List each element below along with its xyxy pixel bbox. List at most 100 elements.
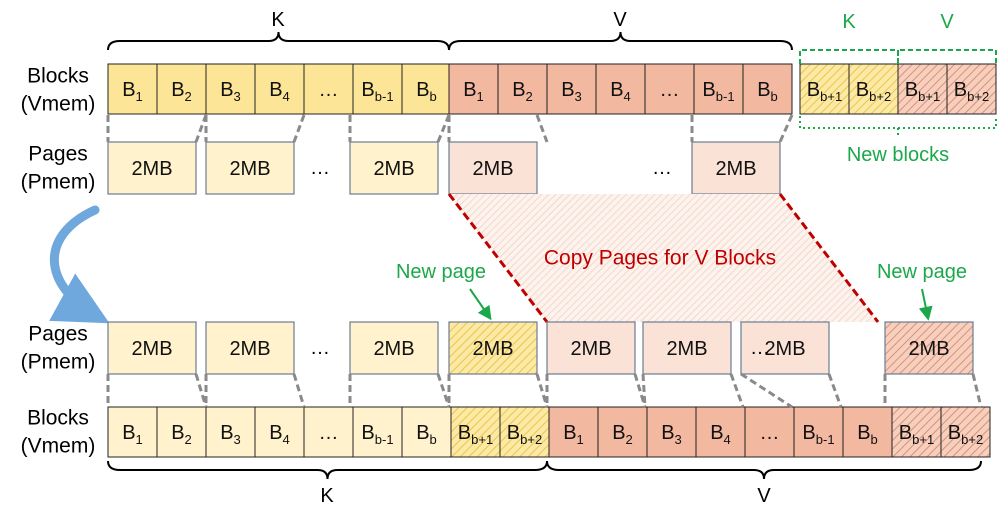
top-connector-7 (535, 114, 549, 143)
bottom-block-8 (499, 406, 550, 458)
bottom-block-13 (744, 406, 795, 458)
top-new-block-0-label: Bb+1 (807, 79, 842, 104)
new-page-right-arrow (918, 288, 933, 321)
bottom-v-pages-ellipsis: … (750, 337, 770, 359)
row-label-0-line1: Blocks (27, 65, 89, 88)
top-v-page-1-label: 2MB (715, 158, 756, 180)
top-v-block-4-label: … (660, 79, 680, 101)
top-k-page-0 (107, 141, 197, 195)
copy-edge-right (778, 193, 880, 323)
bottom-block-0-label: B1 (122, 422, 143, 447)
top-v-block-3-label: B4 (610, 79, 631, 104)
top-v-page-0-label: 2MB (472, 158, 513, 180)
top-v-brace-label: V (613, 9, 627, 31)
top-k-block-0-label: B1 (122, 79, 143, 104)
new-page-left-label: New page (396, 261, 486, 283)
bottom-block-14-label: Bb-1 (802, 422, 834, 447)
top-v-block-2 (546, 63, 597, 115)
bottom-v-brace-label: V (757, 485, 771, 507)
bottom-block-12 (695, 406, 746, 458)
bottom-v-page-0-label: 2MB (570, 338, 611, 360)
bottom-v-page-0 (546, 321, 636, 375)
bottom-block-0 (107, 406, 158, 458)
top-k-block-3-label: B4 (269, 79, 290, 104)
top-v-block-0-label: B1 (463, 79, 484, 104)
top-v-block-6 (742, 63, 793, 115)
top-connector-1 (194, 114, 208, 143)
bottom-block-3-label: B4 (269, 422, 290, 447)
top-new-block-1-label: Bb+2 (856, 79, 891, 104)
top-new-block-2 (897, 63, 948, 115)
bottom-k-new-page-label: 2MB (472, 338, 513, 360)
bottom-v-page-1-label: 2MB (666, 338, 707, 360)
row-label-3-line1: Blocks (27, 407, 89, 430)
top-k-page-1 (205, 141, 295, 195)
bottom-k-pages-ellipsis: … (310, 337, 330, 359)
bottom-block-14 (793, 406, 844, 458)
bottom-k-page-0-label: 2MB (131, 338, 172, 360)
bottom-v-page-1 (642, 321, 732, 375)
top-connector-3 (292, 114, 306, 143)
top-new-block-3-label: Bb+2 (954, 79, 989, 104)
top-new-block-3 (946, 63, 997, 115)
bottom-k-new-page (448, 321, 538, 375)
top-v-block-5-label: Bb-1 (702, 79, 734, 104)
top-connector-9 (778, 114, 794, 143)
bottom-k-page-1 (205, 321, 295, 375)
bottom-connector-12 (740, 372, 793, 409)
bottom-block-1-label: B2 (171, 422, 192, 447)
top-k-block-2-label: B3 (220, 79, 241, 104)
new-v-bracket (897, 49, 997, 64)
bottom-connector-5 (436, 373, 451, 408)
top-k-block-3 (254, 63, 305, 115)
bottom-k-page-1-label: 2MB (229, 338, 270, 360)
row-label-3-line2: (Vmem) (21, 435, 96, 458)
copy-edge-left (447, 193, 549, 323)
row-label-1-line1: Pages (28, 143, 88, 166)
new-page-left-arrow (469, 288, 492, 321)
bottom-v-page-2-label: 2MB (764, 338, 805, 360)
row-label-2-line2: (Pmem) (21, 351, 96, 374)
bottom-connector-13 (827, 373, 843, 408)
bottom-v-page-2 (740, 321, 830, 375)
new-k-bracket (799, 49, 899, 64)
top-v-block-6-label: Bb (757, 79, 778, 104)
new-page-right-label: New page (877, 261, 967, 283)
bottom-block-10-label: B2 (612, 422, 633, 447)
bottom-connector-1 (194, 373, 208, 408)
top-k-block-4-label: … (319, 79, 339, 101)
new-blocks-label: New blocks (847, 144, 949, 166)
top-k-block-2 (205, 63, 256, 115)
top-k-brace-label: K (271, 9, 285, 31)
new-v-label: V (940, 11, 954, 33)
bottom-block-2-label: B3 (220, 422, 241, 447)
top-k-pages-ellipsis: … (310, 157, 330, 179)
copy-label: Copy Pages for V Blocks (544, 247, 776, 270)
bottom-block-12-label: B4 (710, 422, 731, 447)
bottom-k-brace-label: K (320, 485, 334, 507)
bottom-block-7-label: Bb+1 (458, 422, 493, 447)
bottom-block-10 (597, 406, 648, 458)
row-label-1-line2: (Pmem) (21, 171, 96, 194)
bottom-k-page-2-label: 2MB (373, 338, 414, 360)
top-k-block-1-label: B2 (171, 79, 192, 104)
bottom-connector-11 (729, 373, 745, 408)
top-connector-5 (436, 114, 451, 143)
bottom-connector-10 (641, 373, 647, 408)
top-v-block-1-label: B2 (512, 79, 533, 104)
bottom-block-6 (401, 406, 452, 458)
bottom-v-new-page (884, 321, 974, 375)
bottom-block-13-label: … (760, 422, 780, 444)
transition-arrow (49, 205, 110, 324)
top-k-block-5 (352, 63, 403, 115)
top-k-block-5-label: Bb-1 (361, 79, 393, 104)
bottom-connector-3 (292, 373, 306, 408)
bottom-block-11-label: B3 (661, 422, 682, 447)
bottom-connector-15 (971, 373, 983, 408)
bottom-block-4-label: … (319, 422, 339, 444)
top-new-block-2-label: Bb+1 (905, 79, 940, 104)
bottom-block-16 (891, 406, 942, 458)
top-v-page-0 (448, 141, 538, 195)
bottom-connector-7 (535, 373, 549, 408)
